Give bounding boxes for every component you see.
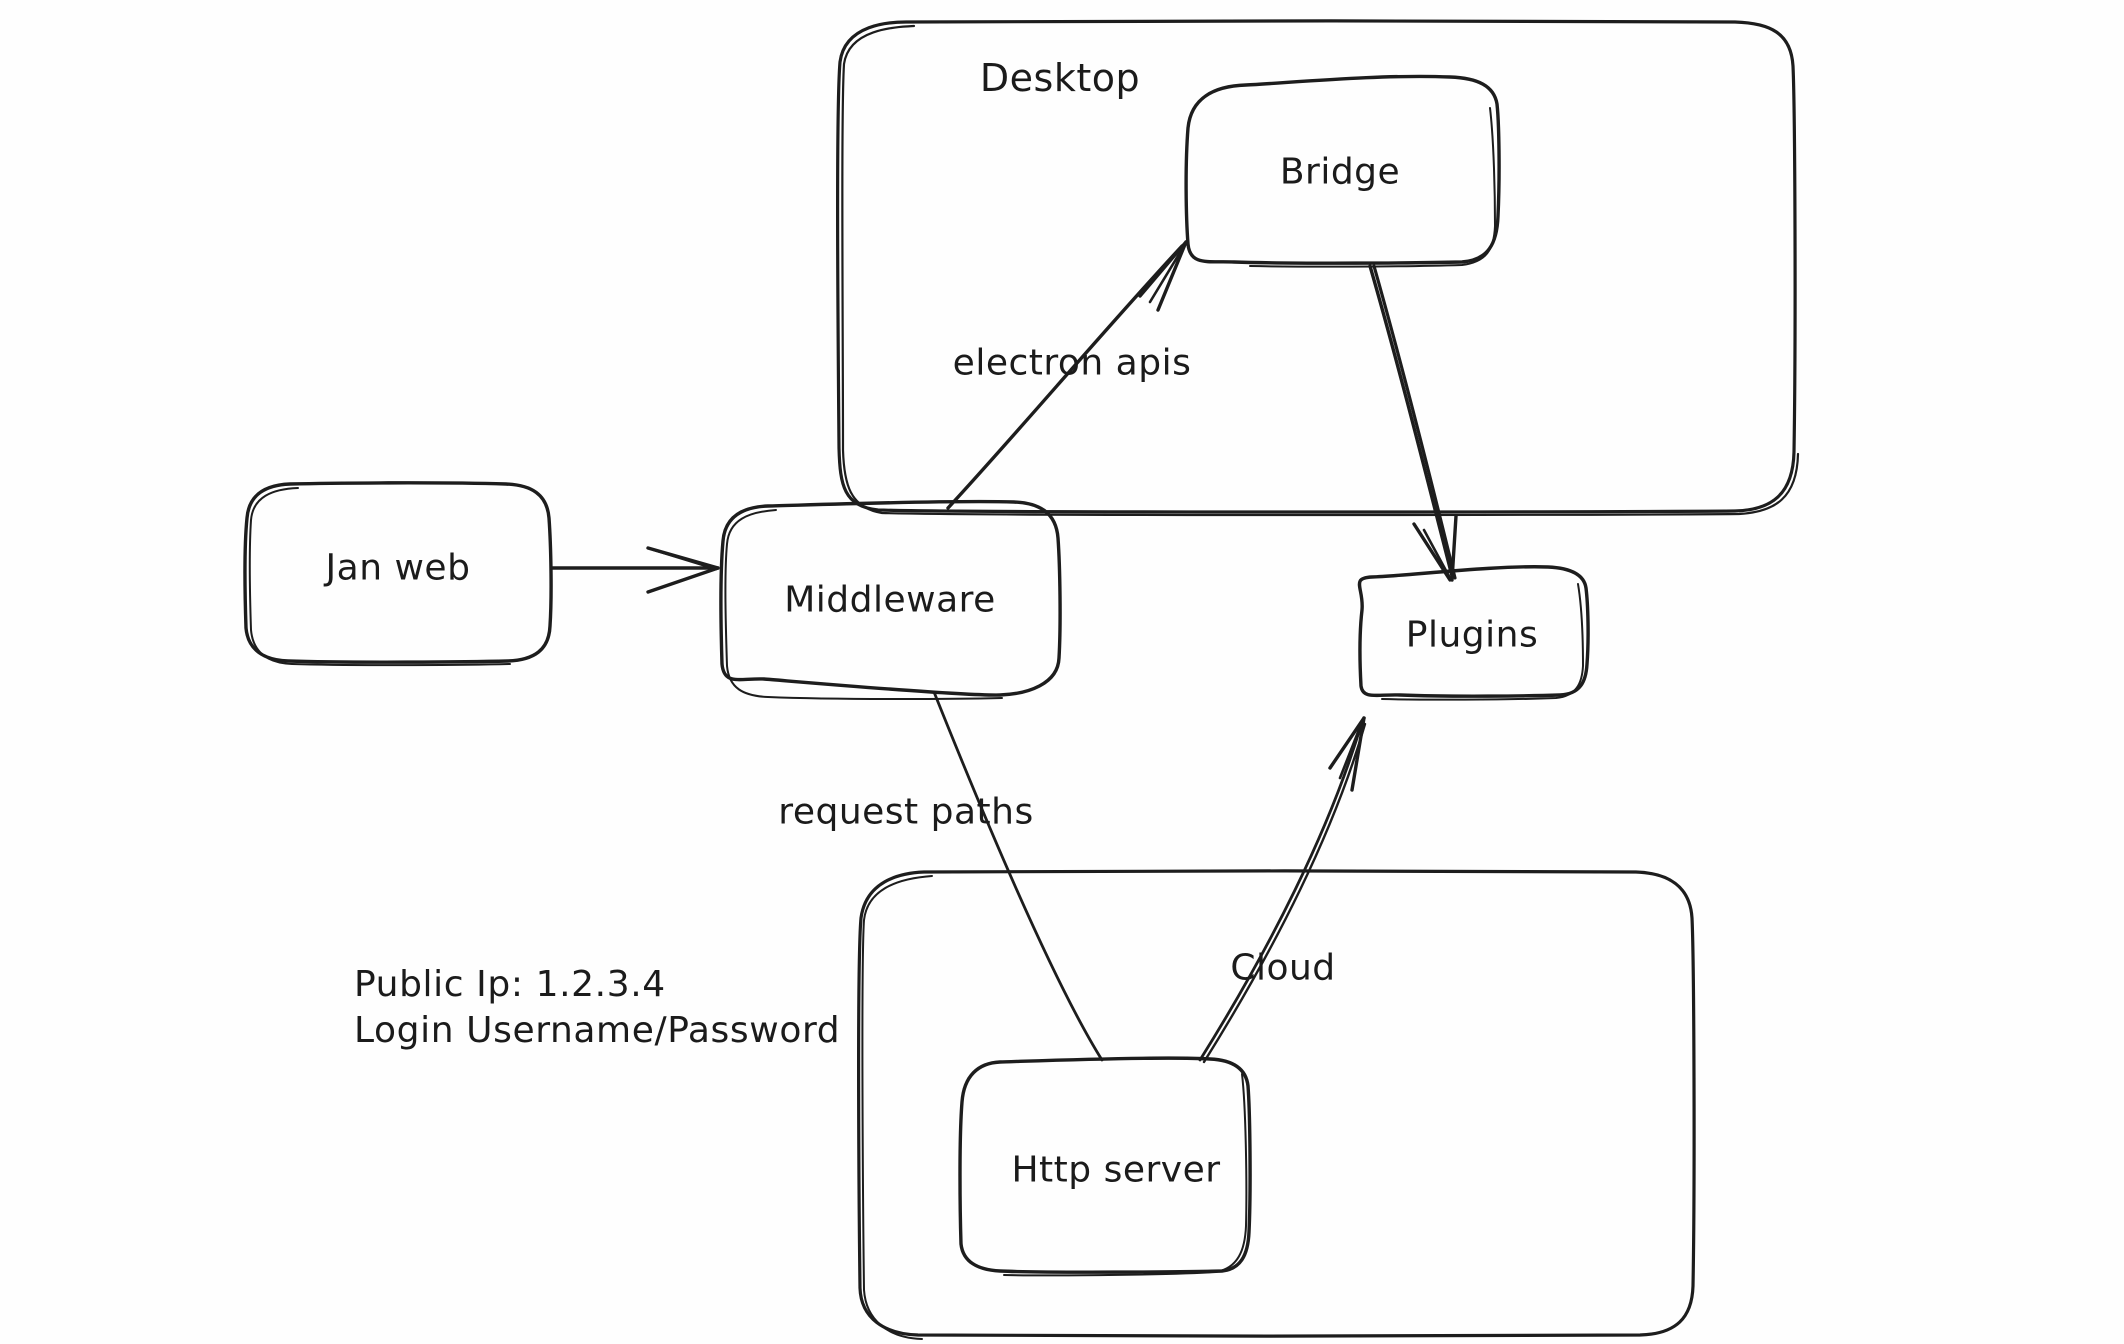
node-bridge-outline bbox=[1184, 74, 1501, 268]
credentials-note: Public Ip: 1.2.3.4 Login Username/Passwo… bbox=[354, 962, 840, 1054]
edge-http-to-plugins bbox=[1198, 716, 1367, 1064]
node-jan-web-outline bbox=[243, 481, 553, 667]
node-http-server-outline bbox=[958, 1056, 1252, 1277]
edge-jan-to-middleware bbox=[550, 546, 720, 594]
node-label-jan-web[interactable]: Jan web bbox=[325, 547, 471, 589]
note-login: Login Username/Password bbox=[354, 1010, 841, 1052]
note-public-ip: Public Ip: 1.2.3.4 bbox=[354, 964, 666, 1005]
edge-bridge-to-plugins bbox=[1368, 264, 1458, 582]
node-middleware-outline bbox=[719, 499, 1062, 700]
edge-middleware-to-bridge bbox=[946, 240, 1188, 510]
node-label-middleware[interactable]: Middleware bbox=[784, 579, 996, 621]
edge-label-cloud: Cloud bbox=[1230, 947, 1336, 989]
group-label-desktop: Desktop bbox=[979, 56, 1141, 100]
node-label-http-server[interactable]: Http server bbox=[1011, 1149, 1221, 1191]
group-desktop-outline bbox=[836, 19, 1800, 517]
node-plugins-outline bbox=[1357, 565, 1590, 701]
node-label-bridge[interactable]: Bridge bbox=[1279, 151, 1401, 193]
edge-label-electron-apis: electron apis bbox=[952, 342, 1192, 384]
edge-label-request-paths: request paths bbox=[778, 791, 1034, 833]
node-label-plugins[interactable]: Plugins bbox=[1405, 614, 1539, 656]
edge-middleware-to-http bbox=[932, 690, 1104, 1062]
group-cloud-outline bbox=[857, 869, 1696, 1340]
